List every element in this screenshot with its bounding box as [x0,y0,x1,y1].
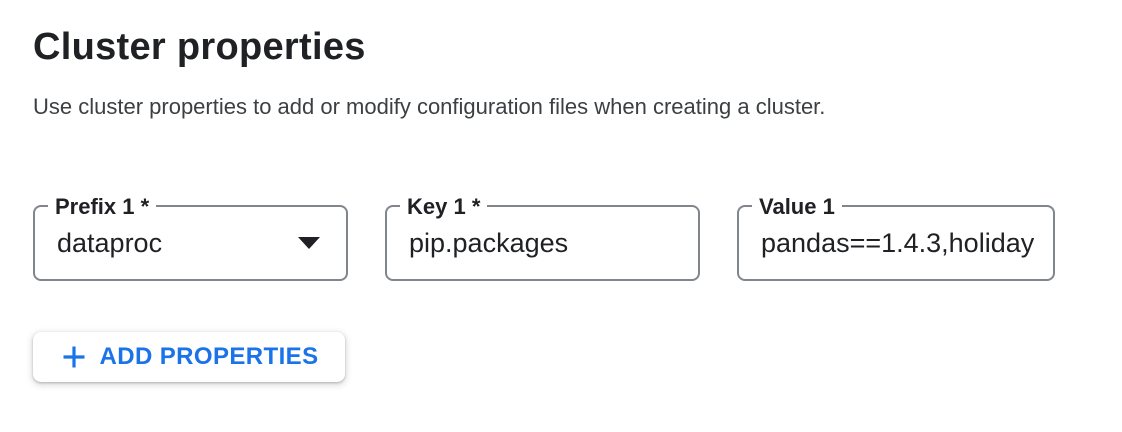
prefix-select-inner[interactable]: dataproc [35,207,346,279]
page-title: Cluster properties [33,26,366,68]
property-row: Prefix 1 * dataproc Key 1 * Value 1 [33,194,1122,281]
add-properties-label: ADD PROPERTIES [99,343,319,370]
value-field-inner [739,207,1053,279]
prefix-field-label: Prefix 1 * [48,194,157,220]
value-field-label: Value 1 [752,194,842,220]
key-field-inner [387,207,698,279]
plus-icon [63,346,85,368]
dropdown-arrow-icon[interactable] [298,237,320,249]
value-text-field[interactable]: Value 1 [737,194,1055,281]
page-description: Use cluster properties to add or modify … [33,94,826,119]
value-input[interactable] [761,227,1039,259]
prefix-selected-value: dataproc [57,227,163,258]
key-text-field[interactable]: Key 1 * [385,194,700,281]
key-field-label: Key 1 * [400,194,488,220]
prefix-select-field[interactable]: Prefix 1 * dataproc [33,194,348,281]
add-properties-button[interactable]: ADD PROPERTIES [33,332,345,382]
key-input[interactable] [409,227,684,259]
cluster-properties-section: Cluster properties Use cluster propertie… [33,26,1122,382]
